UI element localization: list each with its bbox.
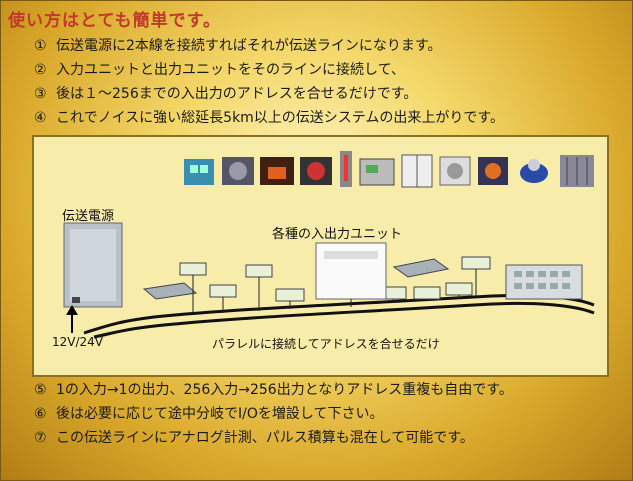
step-5: ⑤ 1の入力→1の出力、256入力→256出力となりアドレス重複も自由です。 xyxy=(34,379,513,399)
power-supply-unit xyxy=(63,222,123,308)
step-number: ⑤ xyxy=(34,382,47,398)
step-number: ④ xyxy=(34,110,47,126)
step-text: 入力ユニットと出力ユニットをそのラインに接続して、 xyxy=(56,62,405,78)
radiator-icon xyxy=(560,155,594,187)
controller-icon xyxy=(359,158,395,186)
power-supply-label: 伝送電源 xyxy=(62,209,115,224)
io-unit-flat xyxy=(142,282,198,300)
step-number: ① xyxy=(34,38,47,54)
step-number: ⑦ xyxy=(34,430,47,446)
io-unit-small xyxy=(275,288,305,309)
step-text: 後は１～256までの入出力のアドレスを合せるだけです。 xyxy=(56,86,418,102)
step-2: ② 入力ユニットと出力ユニットをそのラインに接続して、 xyxy=(34,59,405,79)
io-unit-small xyxy=(461,256,491,297)
io-unit-small xyxy=(245,264,273,311)
io-unit-flat xyxy=(392,258,450,278)
fan-icon xyxy=(184,159,214,185)
step-6: ⑥ 後は必要に応じて途中分岐でI/Oを増設して下さい。 xyxy=(34,403,383,423)
flow-meter-icon xyxy=(520,159,548,183)
step-7: ⑦ この伝送ラインにアナログ計測、パルス積算も混在して可能です。 xyxy=(34,427,474,447)
step-1: ① 伝送電源に2本線を接続すればそれが伝送ラインになります。 xyxy=(34,35,442,55)
io-unit-small xyxy=(179,262,207,313)
device-icon-strip xyxy=(184,151,594,188)
page-title: 使い方はとても簡単です。 xyxy=(8,11,221,31)
furnace-icon xyxy=(260,157,294,185)
meter-icon xyxy=(300,157,332,185)
step-number: ③ xyxy=(34,86,47,102)
cabinet-icon xyxy=(401,154,433,188)
step-text: 伝送電源に2本線を接続すればそれが伝送ラインになります。 xyxy=(56,38,442,54)
transmission-line-label: パラレルに接続してアドレスを合せるだけ xyxy=(212,337,440,351)
voltage-arrow xyxy=(66,305,78,333)
io-unit-small xyxy=(209,284,237,313)
wiring-diagram xyxy=(63,222,595,339)
step-text: 1の入力→1の出力、256入力→256出力となりアドレス重複も自由です。 xyxy=(56,382,513,398)
transformer-icon xyxy=(478,157,508,185)
thermometer-icon xyxy=(340,151,352,187)
voltage-label: 12V/24V xyxy=(52,335,103,349)
step-text: この伝送ラインにアナログ計測、パルス積算も混在して可能です。 xyxy=(56,430,474,446)
io-unit-panel xyxy=(505,264,583,300)
step-4: ④ これでノイスに強い総延長5km以上の伝送システムの出来上がりです。 xyxy=(34,107,504,127)
motor-icon xyxy=(222,157,254,185)
step-number: ② xyxy=(34,62,47,78)
transmission-wire xyxy=(93,301,595,339)
system-diagram: 伝送電源 各種の入出力ユニット 12V/24V パラレルに接続してアドレスを合せ… xyxy=(32,135,609,377)
io-unit-small xyxy=(413,286,441,301)
step-3: ③ 後は１～256までの入出力のアドレスを合せるだけです。 xyxy=(34,83,417,103)
step-number: ⑥ xyxy=(34,406,47,422)
step-text: これでノイスに強い総延長5km以上の伝送システムの出来上がりです。 xyxy=(56,110,504,126)
io-unit-small xyxy=(445,282,473,299)
io-unit-main xyxy=(315,242,387,307)
fan-unit-icon xyxy=(439,156,471,186)
step-text: 後は必要に応じて途中分岐でI/Oを増設して下さい。 xyxy=(56,406,384,422)
io-units-label: 各種の入出力ユニット xyxy=(272,227,403,242)
